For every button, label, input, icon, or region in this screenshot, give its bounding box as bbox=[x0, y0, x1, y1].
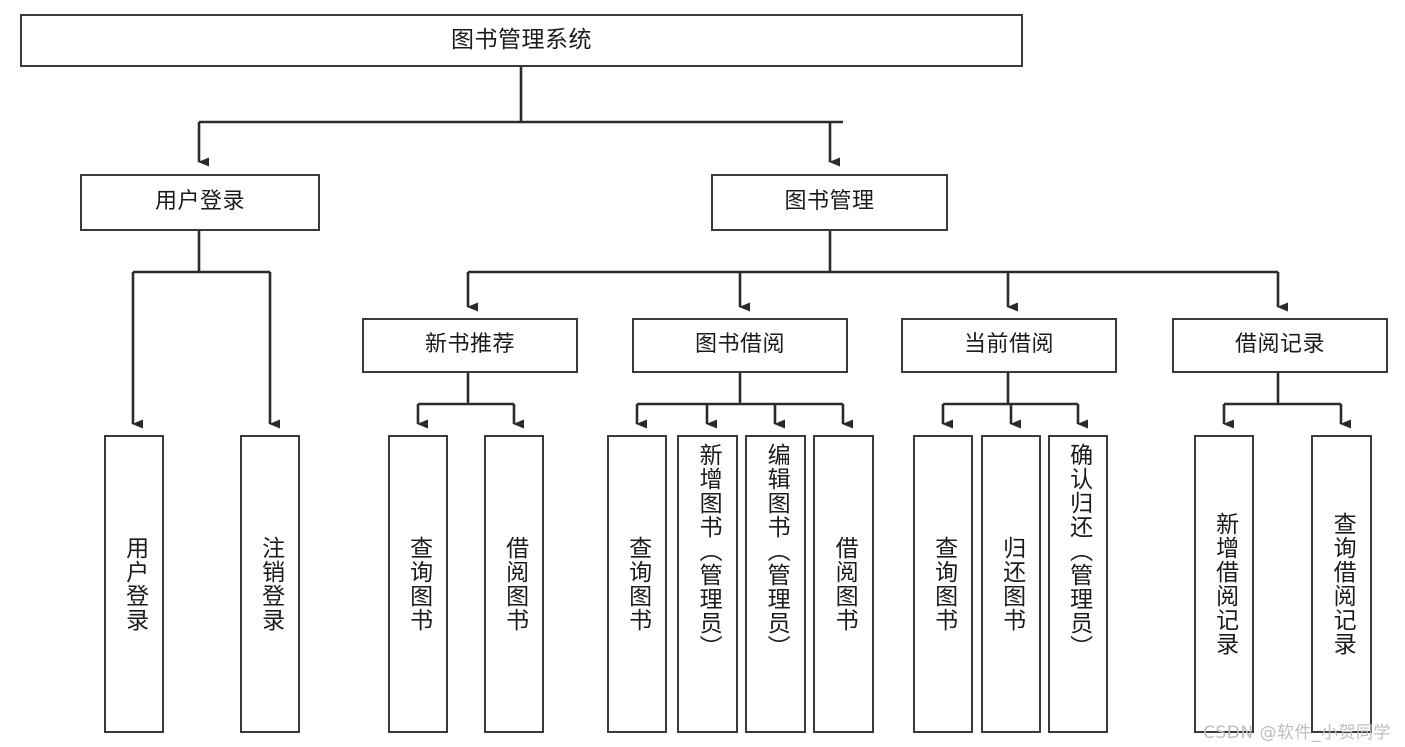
node-book-borrow-label: 图书借阅 bbox=[694, 332, 785, 358]
node-current-borrow[interactable]: 当前借阅 bbox=[901, 318, 1117, 373]
node-user-login[interactable]: 用户登录 bbox=[80, 174, 320, 231]
node-leaf-user-logout[interactable]: 注销登录 bbox=[240, 435, 300, 733]
node-root[interactable]: 图书管理系统 bbox=[20, 14, 1023, 67]
node-leaf-add-book-label: 新增图书（管理员） bbox=[695, 443, 722, 659]
node-current-borrow-label: 当前借阅 bbox=[963, 332, 1054, 358]
node-borrow-record-label: 借阅记录 bbox=[1234, 332, 1325, 358]
node-leaf-add-record-label: 新增借阅记录 bbox=[1211, 512, 1238, 656]
node-leaf-borrow-book-2-label: 借阅图书 bbox=[831, 536, 858, 632]
node-book-manage-label: 图书管理 bbox=[784, 189, 875, 215]
node-leaf-add-record[interactable]: 新增借阅记录 bbox=[1194, 435, 1254, 733]
node-leaf-return-book[interactable]: 归还图书 bbox=[981, 435, 1041, 733]
node-leaf-add-book[interactable]: 新增图书（管理员） bbox=[677, 435, 738, 733]
csdn-watermark: CSDN @软件_小贺同学 bbox=[1203, 723, 1391, 743]
node-leaf-query-book-1[interactable]: 查询图书 bbox=[388, 435, 448, 733]
node-book-manage[interactable]: 图书管理 bbox=[711, 174, 948, 231]
node-leaf-confirm-return[interactable]: 确认归还（管理员） bbox=[1048, 435, 1108, 733]
node-new-book-rec[interactable]: 新书推荐 bbox=[362, 318, 578, 373]
node-leaf-query-book-2[interactable]: 查询图书 bbox=[607, 435, 667, 733]
node-leaf-query-book-3[interactable]: 查询图书 bbox=[913, 435, 973, 733]
node-new-book-rec-label: 新书推荐 bbox=[424, 332, 515, 358]
node-leaf-query-record[interactable]: 查询借阅记录 bbox=[1311, 435, 1372, 733]
node-leaf-query-book-2-label: 查询图书 bbox=[624, 536, 651, 632]
node-leaf-user-login-label: 用户登录 bbox=[121, 536, 148, 632]
node-leaf-confirm-return-label: 确认归还（管理员） bbox=[1065, 443, 1092, 659]
node-leaf-borrow-book-2[interactable]: 借阅图书 bbox=[813, 435, 874, 733]
node-leaf-edit-book-label: 编辑图书（管理员） bbox=[763, 443, 790, 659]
node-leaf-query-book-1-label: 查询图书 bbox=[405, 536, 432, 632]
node-leaf-return-book-label: 归还图书 bbox=[998, 536, 1025, 632]
node-leaf-user-logout-label: 注销登录 bbox=[257, 536, 284, 632]
node-root-label: 图书管理系统 bbox=[451, 26, 592, 53]
node-user-login-label: 用户登录 bbox=[154, 189, 245, 215]
node-leaf-borrow-book-1-label: 借阅图书 bbox=[501, 536, 528, 632]
node-leaf-query-record-label: 查询借阅记录 bbox=[1329, 512, 1356, 656]
node-leaf-edit-book[interactable]: 编辑图书（管理员） bbox=[745, 435, 806, 733]
node-leaf-borrow-book-1[interactable]: 借阅图书 bbox=[484, 435, 544, 733]
node-borrow-record[interactable]: 借阅记录 bbox=[1172, 318, 1388, 373]
node-leaf-user-login[interactable]: 用户登录 bbox=[104, 435, 164, 733]
node-leaf-query-book-3-label: 查询图书 bbox=[930, 536, 957, 632]
node-book-borrow[interactable]: 图书借阅 bbox=[632, 318, 848, 373]
